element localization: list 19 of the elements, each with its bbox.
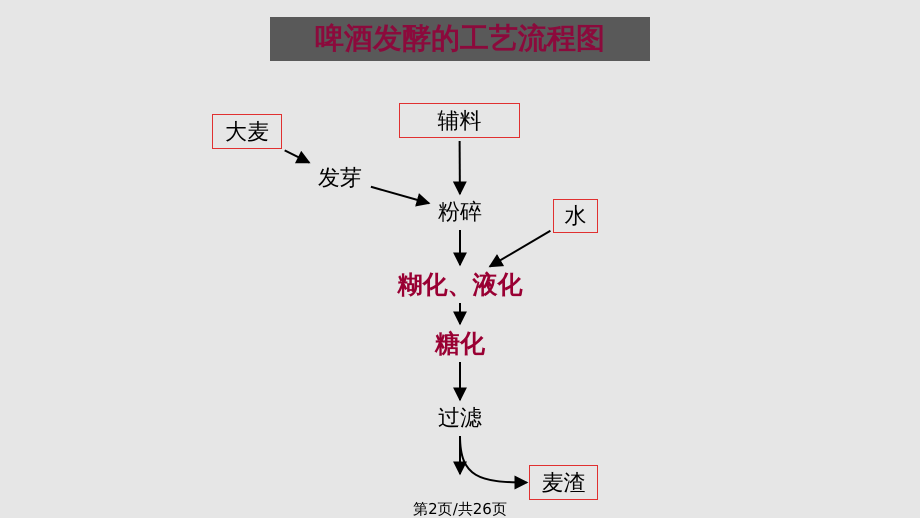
process-step: 糖化	[429, 327, 491, 359]
title-banner: 啤酒发酵的工艺流程图	[270, 17, 650, 61]
material-box: 麦渣	[529, 465, 598, 500]
arrow	[453, 436, 467, 476]
page-number: 第2页/共26页	[412, 500, 508, 518]
arrow	[453, 303, 467, 326]
arrow	[453, 362, 467, 402]
material-box: 大麦	[212, 114, 282, 149]
material-box: 辅料	[399, 103, 520, 138]
process-step: 粉碎	[432, 197, 488, 227]
arrow	[452, 141, 467, 196]
material-box: 水	[553, 199, 598, 233]
process-step: 发芽	[312, 163, 368, 193]
arrow	[488, 230, 551, 268]
process-step: 糊化、液化	[390, 268, 530, 300]
process-step: 过滤	[432, 403, 488, 433]
arrow	[453, 230, 467, 266]
arrow	[284, 149, 311, 164]
arrow	[370, 186, 430, 207]
